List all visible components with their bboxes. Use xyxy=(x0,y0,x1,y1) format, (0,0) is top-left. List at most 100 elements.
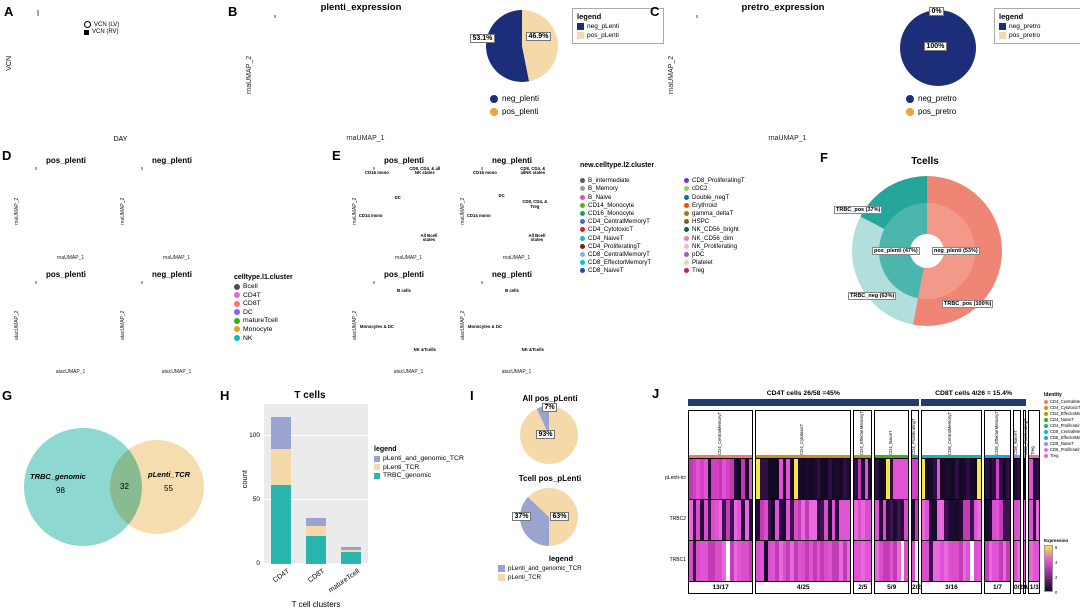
heatmap-row xyxy=(1013,458,1020,499)
panel-b-plenti-expression: B plenti_expression rnaUMAP_2 -50510-505… xyxy=(228,2,664,148)
heatmap-group-column: CD4_NaiveT 5/9 xyxy=(874,410,909,594)
filled-square-marker-icon xyxy=(84,29,89,35)
legend-label: Erythroid xyxy=(692,201,717,209)
group-fraction-label: 1/7 xyxy=(985,581,1010,593)
group-fraction-label: 2/2 xyxy=(911,581,921,593)
x-axis-label: atacUMAP_1 xyxy=(393,369,424,375)
bar-segment xyxy=(340,547,361,550)
legend-label: VCN (RV) xyxy=(92,29,119,35)
heatmap-group-label: CD8_EffectorMemoryT xyxy=(994,411,999,455)
cluster-annotation: Monocytes & DC xyxy=(467,323,503,329)
heatmap-row xyxy=(985,540,1010,581)
legend-swatch-icon xyxy=(234,309,240,316)
heatmap-row xyxy=(875,540,908,581)
callout-pos-plenti-47: pos_plenti (47%) xyxy=(872,247,920,255)
legend-label: neg_pretro xyxy=(918,94,957,103)
legend-title: legend xyxy=(374,446,397,453)
heatmap-row xyxy=(921,458,982,499)
heatmap-row xyxy=(985,458,1010,499)
legend-swatch-icon xyxy=(374,455,380,462)
legend-item: pos_plenti xyxy=(490,107,539,116)
heatmap-row xyxy=(756,499,851,540)
pie2-title: Tcell pos_pLenti xyxy=(518,474,582,483)
panel-d-celltype-l1: D pos_plenti rnaUMAP_2 -50510-50510 rnaU… xyxy=(2,148,334,394)
cluster-annotation: DC xyxy=(394,194,401,200)
legend-item: CD4_ProliferatingT xyxy=(1044,423,1080,428)
group-fraction-label: 5/9 xyxy=(875,581,908,593)
umap-scatter: -50510-10-50510 xyxy=(481,167,483,170)
plenti-dot-legend: neg_plenti pos_plenti xyxy=(490,90,539,120)
group-fraction-label: 0/2 xyxy=(1013,581,1023,593)
legend-item: CD4_CytotoxicT xyxy=(580,226,680,233)
legend-swatch-icon xyxy=(580,194,585,200)
legend-item: DC xyxy=(234,309,332,316)
heatmap-group-column: CD4_ProliferatingT 2/2 xyxy=(910,410,921,594)
legend-item: CD4_NaiveT xyxy=(580,235,680,242)
umap-d-pos-rna: pos_plenti rnaUMAP_2 -50510-50510 rnaUMA… xyxy=(14,156,118,261)
legend-swatch-icon xyxy=(999,31,1006,39)
panel-h-tcell-bars: H T cells count T cell clusters legend p… xyxy=(220,388,470,616)
callout-trbc-pos-100: TRBC_pos (100%) xyxy=(942,300,994,308)
umap-scatter: -1001020-10010 xyxy=(373,281,375,284)
legend-label: Treg xyxy=(692,267,705,275)
heatmap-group-label: CD4_ProliferatingT xyxy=(911,418,916,455)
identity-strip xyxy=(921,455,982,458)
heatmap-group-column: CD8_EffectorMemoryT 1/7 xyxy=(984,410,1011,594)
identity-strip xyxy=(756,455,851,458)
neg-pretro-pct: 100% xyxy=(924,42,947,51)
pos-pretro-pct: 0% xyxy=(929,7,945,16)
legend-item: CD8_ProliferatingT xyxy=(684,177,818,184)
legend-label: CD4T xyxy=(243,291,261,299)
legend-label: NK xyxy=(243,334,253,342)
x-axis-label: rnaUMAP_1 xyxy=(768,135,807,142)
legend-item: neg_plenti xyxy=(490,94,539,103)
legend-label: CD4_CytotoxicT xyxy=(588,226,634,234)
identity-strip xyxy=(1023,455,1026,458)
legend-item: neg_pretro xyxy=(999,23,1080,30)
legend-swatch-icon xyxy=(684,260,689,266)
venn-overlap-count: 32 xyxy=(120,482,129,491)
legend-title: new.celltype.l2.cluster xyxy=(580,162,655,169)
legend-swatch-icon xyxy=(234,300,240,307)
heatmap-row xyxy=(689,499,753,540)
panel-a-vcn: A 010203040500123 VCN DAY VCN (LV) VCN (… xyxy=(4,4,232,149)
vcn-line-plot: 010203040500123 xyxy=(37,10,39,16)
cluster-annotation: CD8, CD4, & Treg xyxy=(522,199,548,209)
legend-swatch-icon xyxy=(1044,405,1048,410)
heatmap-section-bar xyxy=(920,399,1027,406)
umap-d-neg-rna: neg_plenti rnaUMAP_2 -50510-50510 rnaUMA… xyxy=(120,156,224,261)
cluster-annotation: CD14 mono xyxy=(466,212,491,218)
legend-swatch-icon xyxy=(234,292,240,299)
umap-e-neg-rna: neg_plenti rnaUMAP_2 -50510-10-50510 rna… xyxy=(460,156,564,261)
colorbar-tick-label: 6 xyxy=(1055,545,1058,550)
heatmap-group-label: CD4_NaiveT xyxy=(888,430,893,455)
legend-item: B_Naive xyxy=(580,194,680,201)
legend-label: pLenti_and_genomic_TCR xyxy=(508,565,582,572)
legend-item: pDC xyxy=(684,251,818,258)
heatmap-section-bar xyxy=(688,399,919,406)
panel-j-tcr-heatmap: J CD4T cells 26/58 =45%CD8T cells 4/26 =… xyxy=(652,386,1080,616)
legend-item: pos_pLenti xyxy=(577,31,659,39)
y-axis-label: rnaUMAP_2 xyxy=(14,197,20,225)
legend-item: pos_pretro xyxy=(999,31,1080,39)
legend-item: CD4_NaiveT xyxy=(1044,417,1080,422)
legend-label: CD16_Monocyte xyxy=(588,209,635,217)
plot-title: pretro_expression xyxy=(741,2,825,13)
plot-title: neg_plenti xyxy=(491,270,532,279)
legend-swatch-icon xyxy=(684,219,689,225)
umap-scatter: -50510-50510 xyxy=(141,167,143,170)
heatmap-section-title: CD4T cells 26/58 =45% xyxy=(766,390,840,397)
legend-label: CD4_CentralMemoryT xyxy=(1050,399,1080,404)
legend-item: CD16_Monocyte xyxy=(580,210,680,217)
bar-segment xyxy=(340,549,361,553)
pie2-small-pct: 37% xyxy=(512,512,532,521)
heatmap-row xyxy=(756,458,851,499)
heatmap-row-label: pLenti-tcr xyxy=(665,475,686,481)
legend-label: CD8_EffectorMemoryT xyxy=(588,259,652,267)
legend-item: Double_negT xyxy=(684,194,818,201)
legend-label: TRBC_genomic xyxy=(383,472,431,480)
cluster-annotation: CD8, CD4, & all NK states xyxy=(409,165,441,175)
